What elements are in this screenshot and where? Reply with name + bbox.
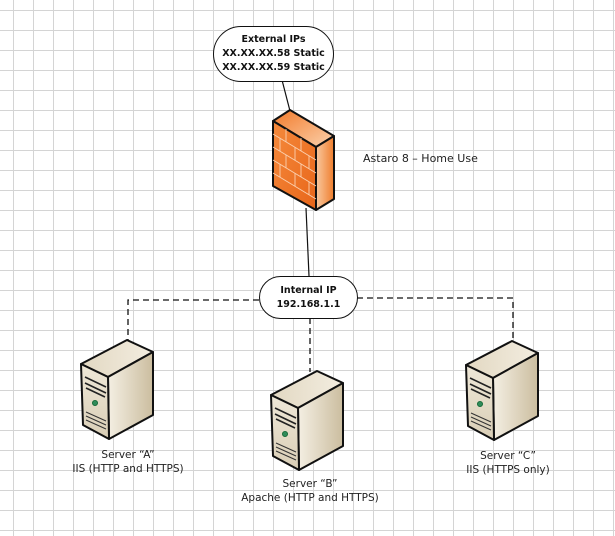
link-to-server-c	[357, 297, 514, 342]
server-a-role: IIS (HTTP and HTTPS)	[72, 463, 184, 475]
internal-ip-address: 192.168.1.1	[276, 298, 341, 310]
server-drive-bay	[84, 376, 107, 398]
server-power-led	[476, 401, 483, 408]
external-ip-59: XX.XX.XX.59 Static	[222, 62, 325, 73]
server-power-led	[281, 431, 288, 438]
external-ips-title: External IPs	[241, 34, 306, 45]
lan-dashed-links	[127, 297, 514, 372]
server-b-name: Server “B”	[282, 478, 338, 490]
link-to-server-a	[127, 299, 259, 341]
server-c-icon[interactable]	[465, 340, 539, 441]
server-b-label: Server “B” Apache (HTTP and HTTPS)	[225, 477, 395, 505]
firewall-brick-wall-icon[interactable]	[272, 109, 335, 211]
server-a-name: Server “A”	[101, 449, 155, 461]
server-a-label: Server “A” IIS (HTTP and HTTPS)	[58, 448, 198, 476]
server-power-led	[91, 400, 98, 407]
server-c-label: Server “C” IIS (HTTPS only)	[438, 449, 578, 477]
internal-ip-title: Internal IP	[280, 284, 337, 296]
firewall-to-internal-link	[305, 207, 310, 277]
server-drive-bay	[274, 407, 297, 429]
internal-ip-node[interactable]: Internal IP 192.168.1.1	[259, 276, 358, 319]
server-a-icon[interactable]	[80, 339, 154, 440]
firewall-label: Astaro 8 – Home Use	[363, 152, 478, 165]
server-c-name: Server “C”	[480, 450, 536, 462]
server-c-role: IIS (HTTPS only)	[466, 464, 550, 476]
external-ip-58: XX.XX.XX.58 Static	[222, 48, 325, 59]
server-vent-lines	[275, 442, 297, 461]
server-vent-lines	[470, 412, 492, 431]
external-to-firewall-link	[281, 79, 291, 112]
server-drive-bay	[469, 377, 492, 399]
external-ips-node[interactable]: External IPs XX.XX.XX.58 Static XX.XX.XX…	[213, 26, 334, 82]
server-b-icon[interactable]	[270, 370, 344, 471]
server-b-role: Apache (HTTP and HTTPS)	[241, 492, 379, 504]
server-vent-lines	[85, 411, 107, 430]
